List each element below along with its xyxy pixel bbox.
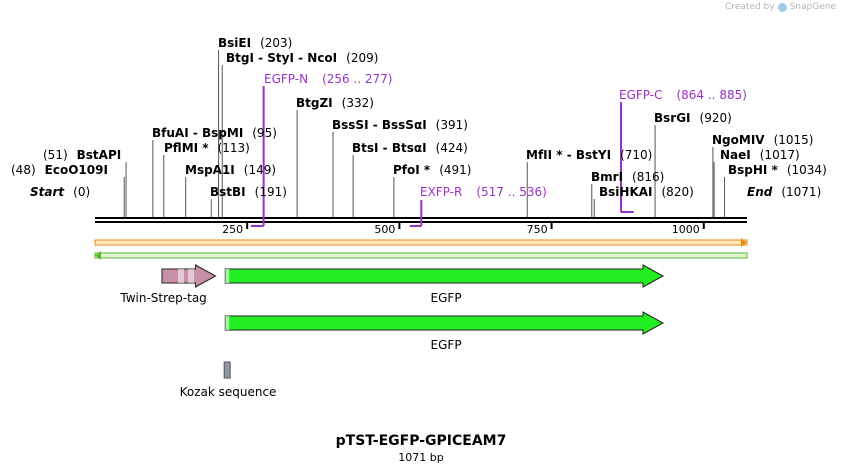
site-position: (424) <box>435 141 468 155</box>
restriction-site-label: MfII * - BstYI (710) <box>526 148 652 162</box>
site-position: (113) <box>217 141 250 155</box>
site-name: BstAPI <box>76 148 122 162</box>
site-name: End <box>747 185 773 199</box>
brand-name: SnapGene <box>789 2 836 12</box>
site-name: BtgI - StyI - NcoI <box>226 51 338 65</box>
site-name: EcoO109I <box>44 163 108 177</box>
site-name: NgoMIV <box>712 133 765 147</box>
site-position: (332) <box>341 96 374 110</box>
reverse-strand-bar <box>94 252 748 259</box>
site-name: BspHI * <box>728 163 778 177</box>
restriction-site-label: MspA1I (149) <box>185 163 276 177</box>
site-name: PflMI * <box>164 141 209 155</box>
forward-strand-bar <box>94 239 748 246</box>
site-name: PfoI * <box>393 163 431 177</box>
primer-range: (864 .. 885) <box>676 88 747 102</box>
egfp-feature <box>224 311 665 335</box>
restriction-site-label: PfoI * (491) <box>393 163 471 177</box>
primer-range: (256 .. 277) <box>322 72 393 86</box>
restriction-site-label: (51) BstAPI <box>43 148 121 162</box>
feature-label: Kozak sequence <box>179 385 277 399</box>
snapgene-logo-icon <box>777 2 787 12</box>
site-position: (920) <box>699 111 732 125</box>
site-position: (1034) <box>786 163 827 177</box>
egfp-feature <box>224 264 665 288</box>
feature-label: Twin-Strep-tag <box>120 291 207 305</box>
site-position: (391) <box>435 118 468 132</box>
site-name: BmrI <box>591 170 624 184</box>
site-position: (149) <box>243 163 277 177</box>
feature-hatch <box>177 269 184 283</box>
restriction-site-label: BtgZI (332) <box>296 96 374 110</box>
site-name: BtgZI <box>296 96 333 110</box>
reverse-strand-arrow <box>95 251 101 260</box>
site-position: (820) <box>661 185 694 199</box>
plasmid-length: 1071 bp <box>398 451 444 464</box>
restriction-site-label: End (1071) <box>747 185 821 199</box>
primer-range: (517 .. 536) <box>476 185 547 199</box>
site-name: Start <box>30 185 65 199</box>
restriction-site-label: NgoMIV (1015) <box>712 133 813 147</box>
site-position: (95) <box>252 126 277 140</box>
feature-label: EGFP <box>430 291 462 305</box>
tick-label: 1000 <box>671 223 700 236</box>
site-position: (209) <box>346 51 379 65</box>
restriction-site-label: (48) EcoO109I <box>11 163 108 177</box>
primer-label: EGFP-C (864 .. 885) <box>619 88 747 102</box>
feature-start-marker <box>225 269 230 283</box>
site-position: (816) <box>632 170 665 184</box>
restriction-site-label: BfuAI - BspMI (95) <box>152 126 277 140</box>
site-position: (1015) <box>773 133 814 147</box>
tick-label: 750 <box>526 223 548 236</box>
site-name: NaeI <box>720 148 751 162</box>
feature-start-marker <box>225 316 230 330</box>
site-position: (710) <box>620 148 653 162</box>
site-position: (0) <box>73 185 91 199</box>
restriction-site-label: BsiHKAI (820) <box>599 185 694 199</box>
site-name: BtsI - BtsαI <box>352 141 427 155</box>
restriction-site-label: Start (0) <box>30 185 90 199</box>
restriction-site-label: BstBI (191) <box>210 185 287 199</box>
site-position: (191) <box>254 185 287 199</box>
kozak-feature <box>223 361 231 379</box>
site-position: (491) <box>439 163 472 177</box>
plasmid-title: pTST-EGFP-GPICEAM7 <box>335 433 507 449</box>
site-name: BssSI - BssSαI <box>332 118 427 132</box>
tick-label: 250 <box>222 223 244 236</box>
restriction-site-label: BmrI (816) <box>591 170 664 184</box>
credit-text: Created by <box>725 2 775 12</box>
site-name: BsiHKAI <box>599 185 653 199</box>
tick-label: 500 <box>374 223 396 236</box>
site-name: BfuAI - BspMI <box>152 126 244 140</box>
restriction-site-label: NaeI (1017) <box>720 148 800 162</box>
restriction-site-label: PflMI * (113) <box>164 141 250 155</box>
site-name: MspA1I <box>185 163 235 177</box>
feature-label: EGFP <box>430 338 462 352</box>
site-position: (51) <box>43 148 68 162</box>
site-position: (1071) <box>781 185 822 199</box>
primer-name: EXFP-R <box>420 185 463 199</box>
restriction-site-label: BspHI * (1034) <box>728 163 827 177</box>
restriction-site-label: BssSI - BssSαI (391) <box>332 118 468 132</box>
site-position: (1017) <box>759 148 800 162</box>
primer-label: EXFP-R (517 .. 536) <box>420 185 547 199</box>
site-name: MfII * - BstYI <box>526 148 612 162</box>
feature-hatch <box>187 269 194 283</box>
restriction-site-label: BsrGI (920) <box>654 111 732 125</box>
site-name: BsrGI <box>654 111 691 125</box>
site-name: BstBI <box>210 185 246 199</box>
site-position: (48) <box>11 163 36 177</box>
site-name: BsiEI <box>218 36 252 50</box>
restriction-site-label: BtsI - BtsαI (424) <box>352 141 468 155</box>
site-position: (203) <box>260 36 293 50</box>
primer-label: EGFP-N (256 .. 277) <box>264 72 393 86</box>
restriction-site-label: BtgI - StyI - NcoI (209) <box>226 51 378 65</box>
primer-name: EGFP-C <box>619 88 663 102</box>
restriction-site-label: BsiEI (203) <box>218 36 292 50</box>
snapgene-credit: Created by SnapGene <box>725 2 836 12</box>
forward-strand-arrow <box>741 238 747 247</box>
primer-name: EGFP-N <box>264 72 309 86</box>
